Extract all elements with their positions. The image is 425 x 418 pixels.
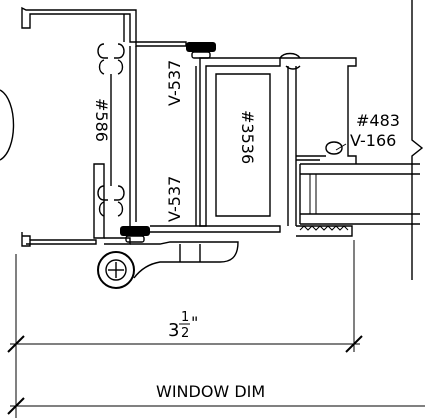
- dimension-frame-depth-denominator: 2: [181, 326, 189, 341]
- dimension-frame-depth: [7, 335, 363, 353]
- dimension-window: [7, 397, 425, 415]
- dimension-window-label: WINDOW DIM: [156, 382, 265, 401]
- inner-frame-483: [279, 52, 420, 237]
- dimension-frame-depth-numerator: 1: [181, 310, 189, 325]
- sash-profile-3536: [130, 57, 281, 279]
- label-weatherstrip-bottom: V-537: [165, 176, 184, 222]
- screw-icon: [97, 251, 135, 289]
- leader-insert-weatherstrip: [335, 143, 347, 151]
- label-weatherstrip-top: V-537: [165, 60, 184, 106]
- label-insert-weatherstrip: V-166: [350, 131, 396, 150]
- label-insert-part: #483: [356, 111, 400, 130]
- dimension-extension-lines: [15, 240, 355, 418]
- weatherstrip-bottom: [120, 226, 150, 243]
- dimension-frame-depth-unit: ": [191, 313, 198, 332]
- weatherstrip-top: [186, 42, 216, 59]
- dimension-frame-depth-whole: 3: [168, 320, 179, 341]
- wall-edge: [411, 0, 424, 280]
- label-glazing-bead-part: #3536: [238, 110, 257, 164]
- adjacent-member-arc: [0, 89, 15, 161]
- label-frame-part: #586: [92, 98, 111, 142]
- frame-profile-586: [21, 6, 187, 247]
